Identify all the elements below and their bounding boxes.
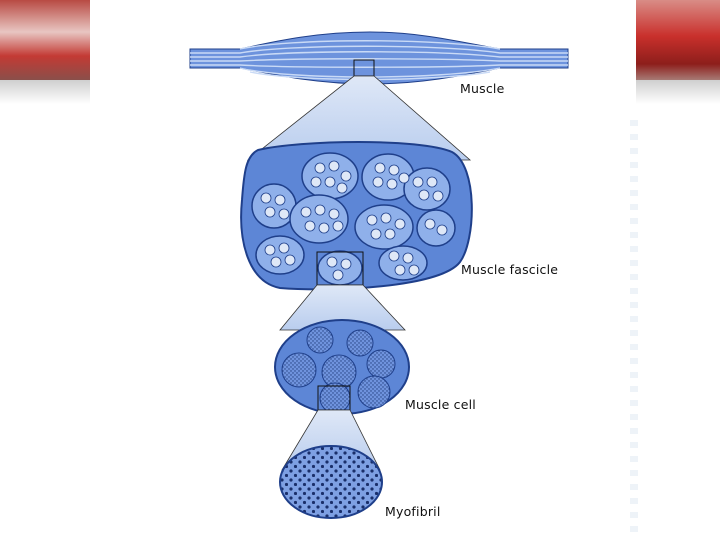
muscle-shape (189, 31, 569, 85)
label-muscle-cell: Muscle cell (405, 397, 476, 412)
cell-cross-section (274, 319, 410, 415)
zoom-cone-1 (246, 75, 472, 161)
background-shade-right (636, 80, 720, 104)
myofibril-cross-section (279, 445, 383, 519)
background-shade-left (0, 80, 90, 104)
edge-strip (630, 120, 638, 540)
zoom-cone-2 (279, 284, 406, 331)
background-photo-right (636, 0, 720, 80)
label-muscle-fascicle: Muscle fascicle (461, 262, 559, 277)
background-photo-left (0, 0, 90, 80)
label-muscle: Muscle (460, 81, 505, 96)
label-myofibril: Myofibril (385, 504, 441, 519)
fascicle-cross-section (240, 141, 473, 291)
